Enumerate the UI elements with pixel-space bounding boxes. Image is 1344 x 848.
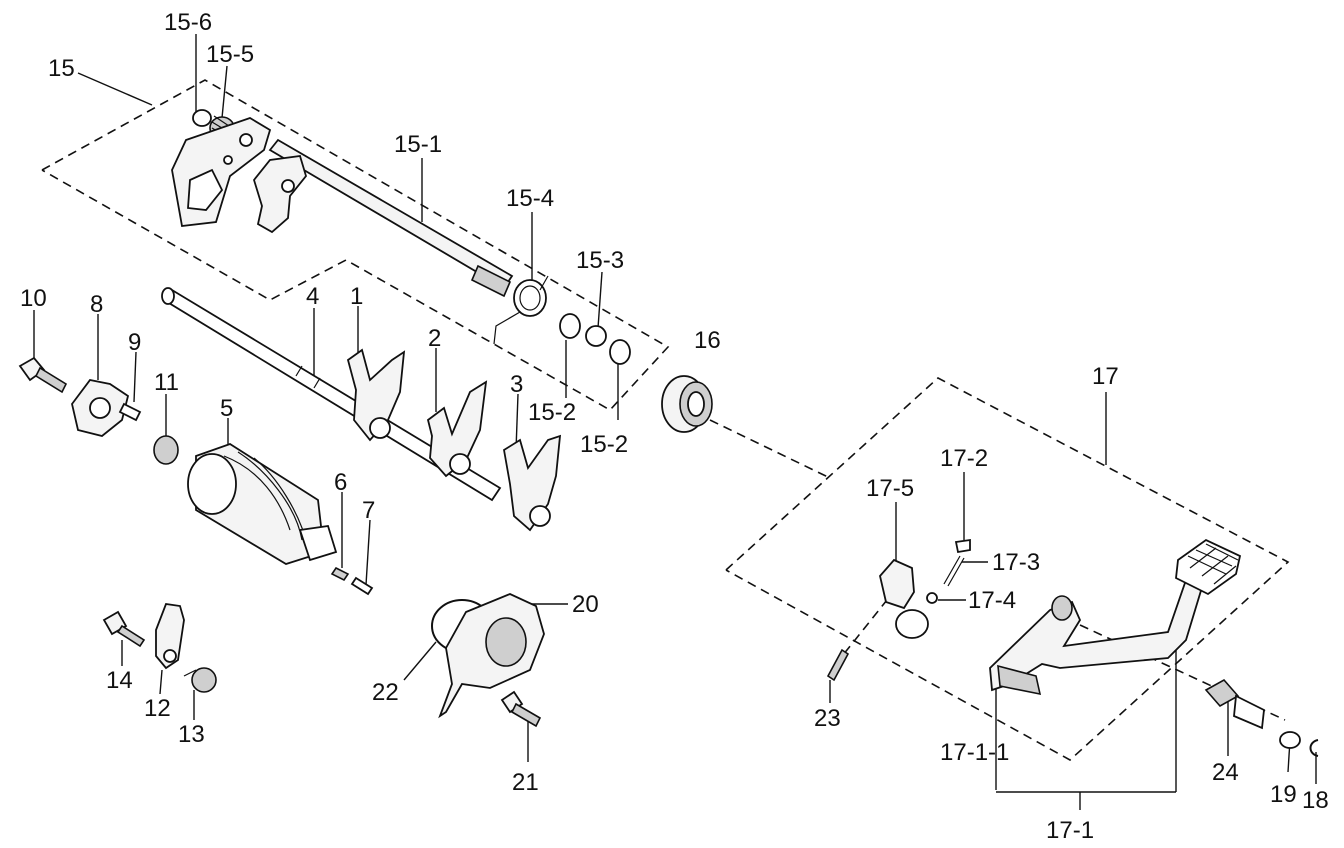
part-17-2-bolt bbox=[954, 538, 971, 554]
label-17-1: 17-1 bbox=[1046, 817, 1094, 844]
label-18: 18 bbox=[1302, 787, 1329, 814]
part-12-stopper-arm bbox=[155, 603, 185, 670]
part-15-2-ring-a bbox=[559, 313, 581, 339]
part-17-5-clamp bbox=[879, 558, 929, 639]
part-17-3-spring bbox=[943, 555, 965, 587]
part-20-cover bbox=[438, 593, 545, 719]
group-17-outline bbox=[725, 377, 1290, 761]
part-21-bolt bbox=[500, 690, 542, 728]
part-19-washer bbox=[1279, 731, 1301, 749]
label-7: 7 bbox=[362, 497, 375, 524]
part-15-shift-plate bbox=[171, 117, 272, 227]
label-20: 20 bbox=[572, 591, 599, 618]
label-17-1-1: 17-1-1 bbox=[940, 739, 1009, 766]
group-15-outline bbox=[41, 79, 670, 412]
part-3-fork bbox=[503, 434, 562, 532]
part-15-3-ring bbox=[585, 325, 607, 347]
part-7-pin bbox=[350, 576, 374, 596]
label-15-4: 15-4 bbox=[506, 185, 554, 212]
part-9-pin bbox=[118, 402, 142, 422]
label-3: 3 bbox=[510, 371, 523, 398]
label-15-2-a: 15-2 bbox=[528, 399, 576, 426]
label-15: 15 bbox=[48, 55, 75, 82]
label-24: 24 bbox=[1212, 759, 1239, 786]
label-13: 13 bbox=[178, 721, 205, 748]
part-17-pedal-pad bbox=[1175, 538, 1242, 596]
label-4: 4 bbox=[306, 283, 319, 310]
part-5-shift-drum bbox=[187, 443, 338, 565]
part-15-1-shaft bbox=[252, 138, 514, 298]
label-15-1: 15-1 bbox=[394, 131, 442, 158]
label-19: 19 bbox=[1270, 781, 1297, 808]
label-12: 12 bbox=[144, 695, 171, 722]
label-15-6: 15-6 bbox=[164, 9, 212, 36]
part-1-fork bbox=[346, 348, 406, 442]
part-10-bolt bbox=[18, 356, 68, 394]
part-13-spring bbox=[183, 667, 217, 693]
label-17-5: 17-5 bbox=[866, 475, 914, 502]
axis-16-to-17 bbox=[709, 419, 831, 479]
label-16: 16 bbox=[694, 327, 721, 354]
part-15-6-ring bbox=[192, 109, 212, 127]
part-labels: 15 15-6 15-5 15-1 15-4 15-3 15-2 15-2 16… bbox=[20, 9, 1329, 844]
part-17-pedal-arm bbox=[989, 566, 1208, 696]
label-9: 9 bbox=[128, 329, 141, 356]
label-15-3: 15-3 bbox=[576, 247, 624, 274]
label-8: 8 bbox=[90, 291, 103, 318]
label-17-3: 17-3 bbox=[992, 549, 1040, 576]
part-18-clip bbox=[1309, 739, 1319, 757]
part-23-bolt bbox=[826, 648, 850, 682]
part-8-star-plate bbox=[71, 379, 130, 437]
part-11-bearing bbox=[153, 435, 179, 465]
part-16-seal bbox=[661, 375, 713, 433]
label-17-2: 17-2 bbox=[940, 445, 988, 472]
label-1: 1 bbox=[350, 283, 363, 310]
part-2-fork bbox=[426, 380, 488, 478]
part-14-bolt bbox=[102, 610, 146, 648]
label-11: 11 bbox=[154, 369, 179, 396]
label-17: 17 bbox=[1092, 363, 1119, 390]
label-23: 23 bbox=[814, 705, 841, 732]
label-22: 22 bbox=[372, 679, 399, 706]
part-15-2-ring-b bbox=[609, 339, 631, 365]
part-15-4-spring bbox=[493, 275, 549, 345]
label-5: 5 bbox=[220, 395, 233, 422]
label-15-2-b: 15-2 bbox=[580, 431, 628, 458]
label-14: 14 bbox=[106, 667, 133, 694]
part-6-pin bbox=[330, 566, 350, 582]
label-2: 2 bbox=[428, 325, 441, 352]
part-24-pivot-bolt bbox=[1204, 678, 1265, 730]
label-17-4: 17-4 bbox=[968, 587, 1016, 614]
label-10: 10 bbox=[20, 285, 47, 312]
label-6: 6 bbox=[334, 469, 347, 496]
label-15-5: 15-5 bbox=[206, 41, 254, 68]
part-17-4-nut bbox=[926, 592, 938, 604]
label-21: 21 bbox=[512, 769, 539, 796]
